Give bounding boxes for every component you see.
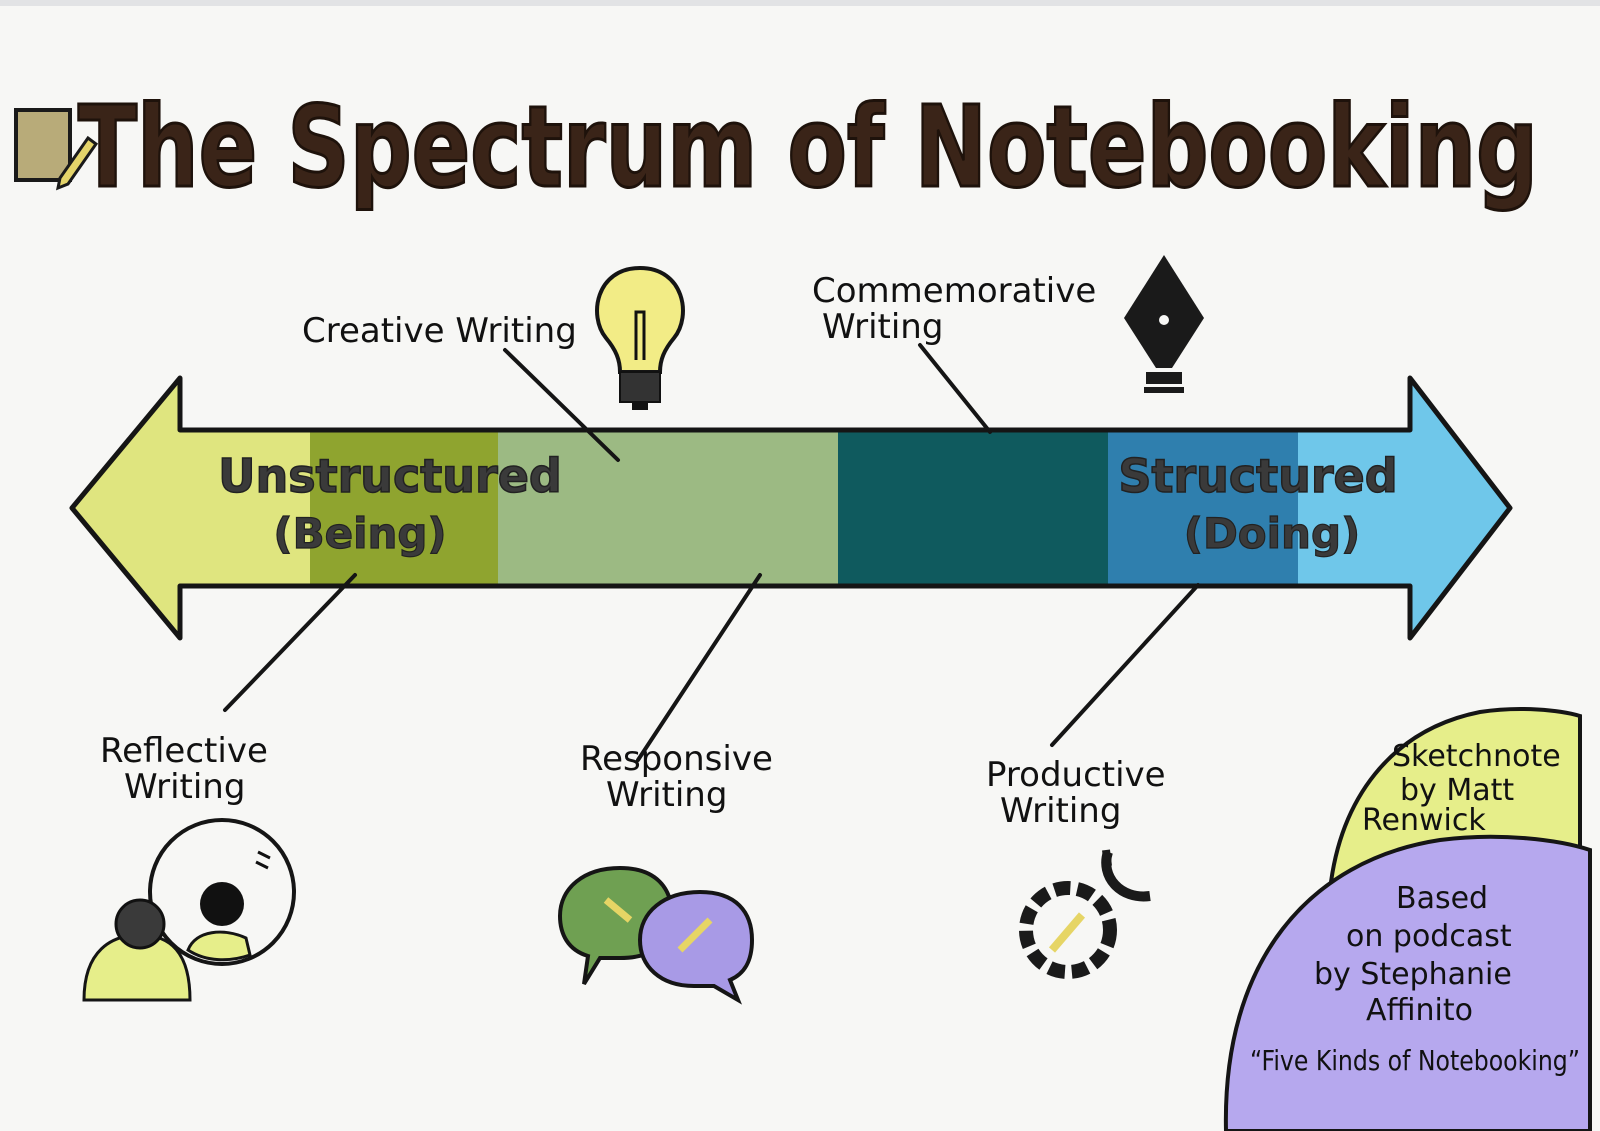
credit-based-5: “Five Kinds of Notebooking”	[1250, 1044, 1580, 1077]
lightbulb-icon	[595, 265, 685, 410]
credit-based-2: on podcast	[1346, 919, 1512, 954]
credit-sketchnote-2: by Matt	[1400, 773, 1514, 808]
credit-podcast-area	[1223, 834, 1592, 1131]
credit-based-4: Affinito	[1366, 993, 1473, 1028]
fountain-pen-icon	[1124, 255, 1204, 393]
reflective-connector	[223, 573, 357, 712]
reflective-label: Reflective	[100, 731, 268, 771]
productive-label: Productive	[986, 755, 1166, 795]
speech-bubbles-icon	[557, 865, 755, 1005]
page-title: The Spectrum of Notebooking	[78, 83, 1538, 213]
commemorative-label: Commemorative	[812, 271, 1096, 311]
commemorative-writing-label: Writing	[822, 307, 943, 347]
credit-sketchnote-1: Sketchnote	[1392, 739, 1561, 774]
commemorative-connector	[918, 343, 992, 434]
responsive-connector	[636, 573, 762, 762]
being-label: (Being)	[273, 509, 446, 558]
responsive-writing-label: Writing	[606, 775, 727, 815]
creative-writing-label: Creative Writing	[302, 311, 577, 351]
segment-dark-teal	[838, 430, 1108, 586]
credit-sketchnote-3: Renwick	[1362, 803, 1486, 838]
people-thinking-icon	[82, 818, 296, 1002]
segment-blue	[1108, 430, 1298, 586]
credit-based-1: Based	[1396, 881, 1488, 916]
segment-olive	[310, 430, 498, 586]
responsive-label: Responsive	[580, 739, 773, 779]
gear-pencil-icon	[1019, 849, 1151, 979]
segment-sage	[498, 430, 838, 586]
doing-label: (Doing)	[1184, 509, 1360, 558]
unstructured-label: Unstructured	[218, 449, 562, 503]
segment-lime	[72, 378, 310, 638]
credit-based-3: by Stephanie	[1314, 957, 1512, 992]
notepad-pencil-icon	[14, 108, 99, 191]
spectrum-arrow	[69, 375, 1513, 641]
productive-writing-label: Writing	[1000, 791, 1121, 831]
reflective-writing-label: Writing	[124, 767, 245, 807]
productive-connector	[1050, 583, 1200, 747]
creative-connector	[503, 348, 620, 462]
structured-label: Structured	[1118, 449, 1397, 503]
